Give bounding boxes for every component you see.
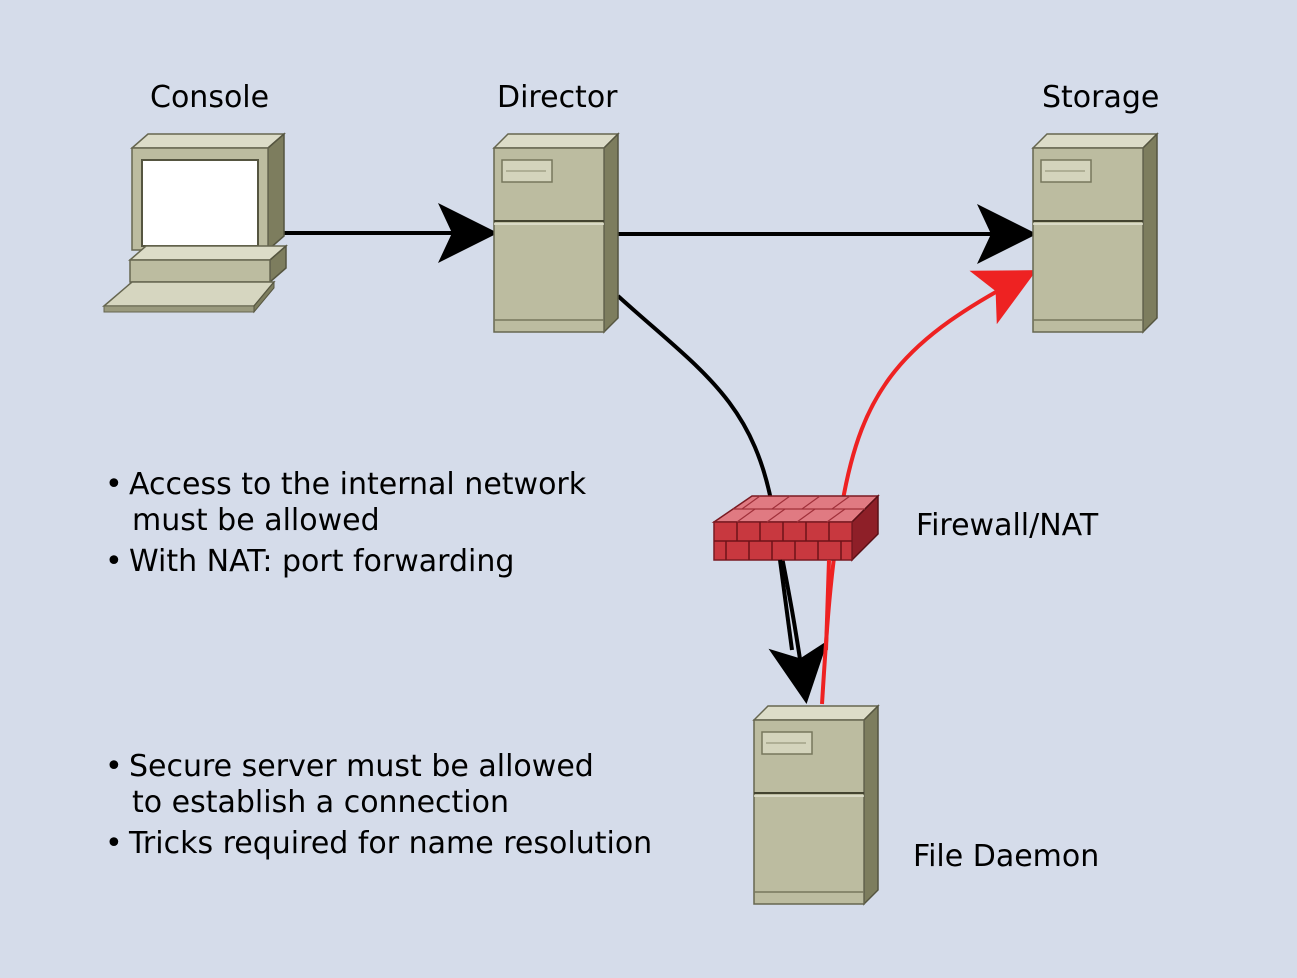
note-line: With NAT: port forwarding: [129, 544, 515, 579]
file-daemon-label: File Daemon: [913, 839, 1100, 874]
console-computer-icon: [101, 132, 288, 314]
director-server-icon: [493, 133, 619, 333]
arrow-file-daemon-to-storage: [820, 270, 1037, 705]
bullet-dot-icon: •: [105, 544, 123, 579]
note-line: Tricks required for name resolution: [129, 826, 653, 861]
note-line: Access to the internal network: [129, 467, 587, 502]
notes-top-list: • Access to the internal network must be…: [105, 467, 586, 585]
firewall-label: Firewall/NAT: [916, 508, 1099, 543]
notes-bottom-list: • Secure server must be allowed to estab…: [105, 749, 652, 867]
bullet-dot-icon: •: [105, 826, 123, 861]
bullet-dot-icon: •: [105, 467, 123, 502]
file-daemon-server-icon: [753, 705, 879, 905]
storage-server-icon: [1032, 133, 1158, 333]
note-item: • Secure server must be allowed to estab…: [105, 749, 652, 821]
storage-label: Storage: [1042, 80, 1160, 115]
note-line-continued: to establish a connection: [132, 785, 509, 820]
director-label: Director: [497, 80, 618, 115]
note-line: Secure server must be allowed: [129, 749, 594, 784]
console-label: Console: [150, 80, 270, 115]
note-item: • With NAT: port forwarding: [105, 544, 586, 580]
note-line-continued: must be allowed: [132, 503, 380, 538]
note-item: • Tricks required for name resolution: [105, 826, 652, 862]
bullet-dot-icon: •: [105, 749, 123, 784]
note-item: • Access to the internal network must be…: [105, 467, 586, 539]
firewall-icon: [711, 494, 880, 562]
